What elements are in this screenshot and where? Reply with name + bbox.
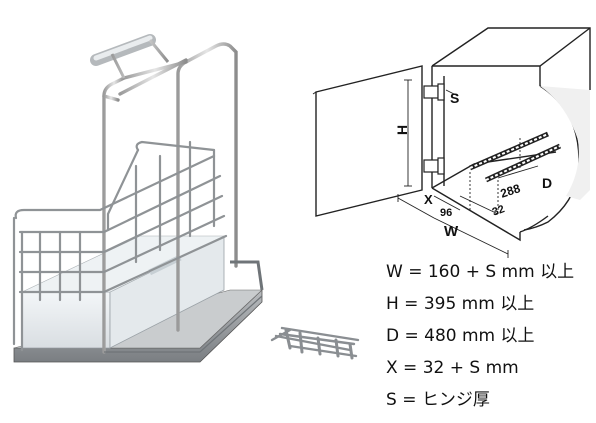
dim-label-width-offset: 96 (440, 207, 452, 219)
dim-label-h: H (394, 125, 410, 135)
dim-label-rail-offset: 32 (491, 203, 507, 218)
basket-handle (90, 34, 170, 79)
basket-tray (21, 291, 111, 349)
hinge-bottom (423, 157, 445, 175)
spec-width: W = 160 + S mm 以上 (386, 262, 575, 282)
dim-label-s: S (450, 90, 459, 106)
dimension-lines (397, 79, 539, 258)
basket-wire-rails (12, 140, 228, 352)
drawer-rails (469, 131, 562, 183)
spec-height: H = 395 mm 以上 (386, 294, 535, 314)
dim-label-d: D (542, 175, 552, 191)
basket-rear-frame (102, 42, 238, 354)
mounting-rails-hardware (270, 326, 360, 360)
spec-depth: D = 480 mm 以上 (386, 326, 535, 346)
cabinet-door (315, 65, 423, 217)
installation-diagram: S H D W X 288 96 32 (312, 27, 591, 258)
spec-offset-x: X = 32 + S mm (386, 358, 519, 378)
dim-label-rail-length: 288 (499, 181, 523, 201)
spec-hinge-thickness: S = ヒンジ厚 (386, 390, 490, 410)
specification-list: W = 160 + S mm 以上 H = 395 mm 以上 D = 480 … (386, 262, 596, 422)
hinge-top (423, 83, 445, 101)
dim-label-x: X (424, 192, 433, 207)
dim-label-w: W (444, 223, 459, 240)
cabinet-box (431, 27, 591, 242)
pull-out-basket (12, 34, 264, 363)
